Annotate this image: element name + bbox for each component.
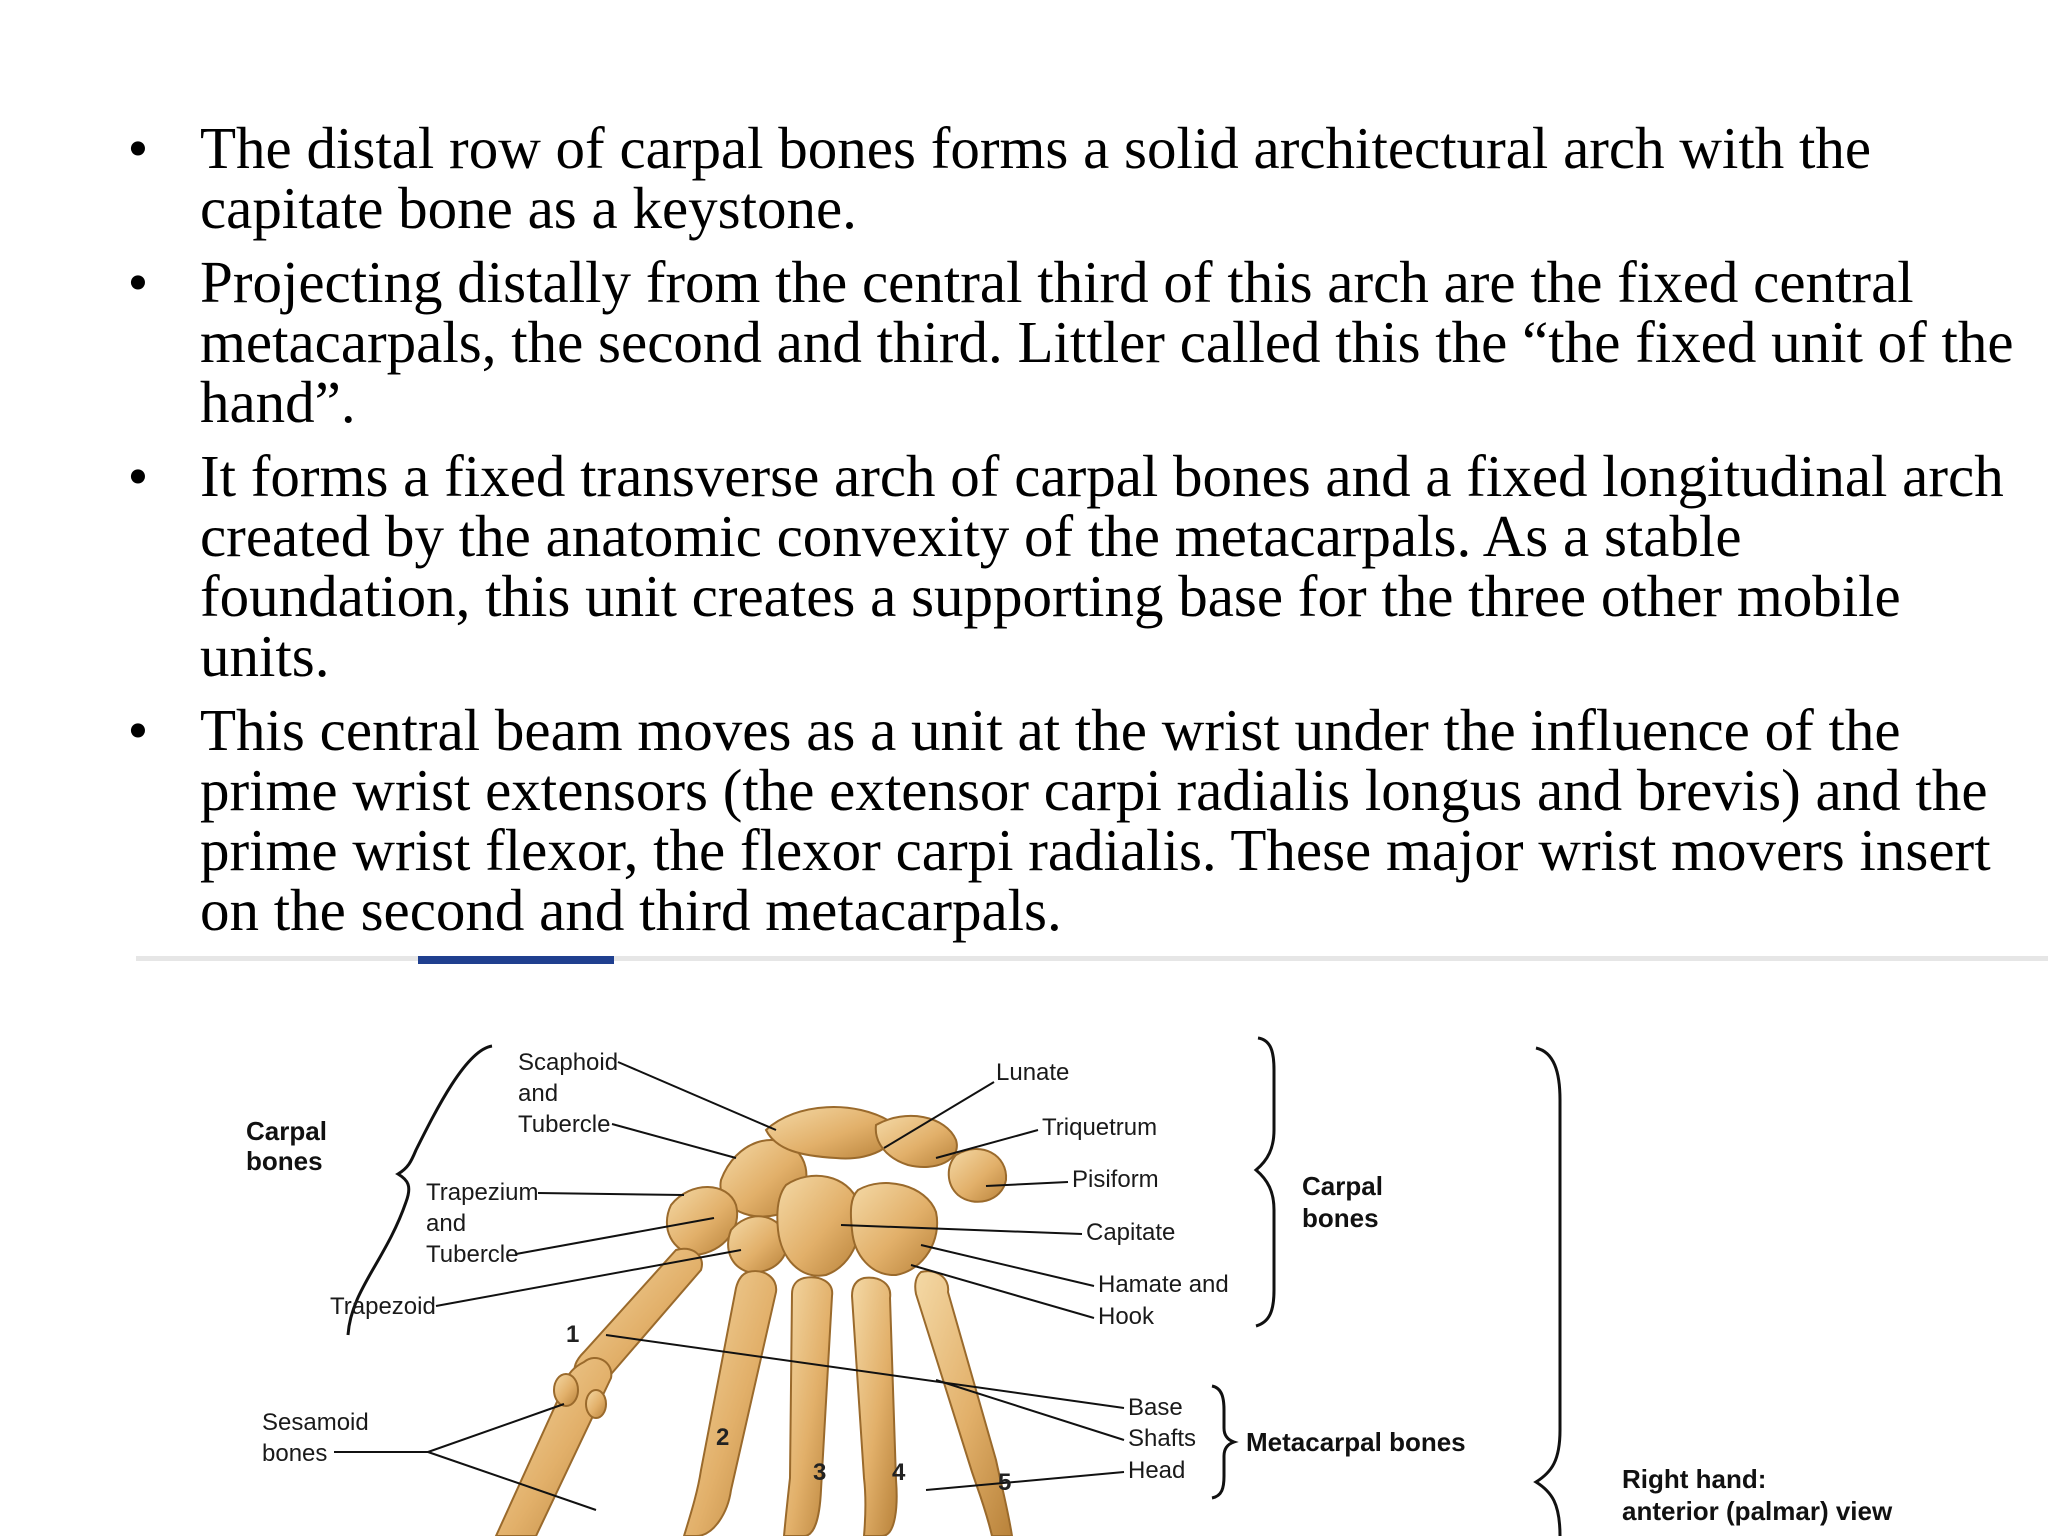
hamate-label-line1: Hamate and	[1098, 1271, 1229, 1298]
trapezium-label-line2: and	[426, 1210, 466, 1237]
hand-bones-illustration: Carpal bones Scaphoid and Tubercle Trape…	[246, 1036, 1893, 1536]
bullet-text: The distal row of carpal bones forms a s…	[200, 115, 1872, 241]
pisiform-label: Pisiform	[1072, 1166, 1159, 1193]
metacarpal-brace	[1211, 1384, 1239, 1500]
hamate-label-line2: Hook	[1098, 1303, 1155, 1330]
bullet-item: • It forms a fixed transverse arch of ca…	[118, 446, 2018, 686]
bullet-dot: •	[127, 115, 149, 181]
scaphoid-label-line3: Tubercle	[518, 1111, 610, 1138]
triquetrum-label: Triquetrum	[1042, 1114, 1157, 1141]
shafts-label: Shafts	[1128, 1425, 1196, 1452]
trapezium-label-line1: Trapezium	[426, 1179, 538, 1206]
left-group-label-line2: bones	[246, 1146, 323, 1176]
bullet-item: • The distal row of carpal bones forms a…	[118, 118, 2018, 238]
bullet-text: This central beam moves as a unit at the…	[200, 697, 1991, 943]
bullet-item: • This central beam moves as a unit at t…	[118, 700, 2018, 940]
divider-line	[136, 956, 2048, 961]
scaphoid-label-line1: Scaphoid	[518, 1049, 618, 1076]
bullet-dot: •	[127, 443, 149, 509]
head-label: Head	[1128, 1457, 1185, 1484]
sesamoid-bone-1	[553, 1373, 579, 1407]
divider-accent	[418, 956, 614, 964]
capitate-label: Capitate	[1086, 1219, 1175, 1246]
bullet-dot: •	[127, 249, 149, 315]
metacarpal-4-bone	[850, 1276, 898, 1536]
bullet-text: Projecting distally from the central thi…	[200, 249, 2014, 435]
view-title-line2: anterior (palmar) view	[1622, 1496, 1893, 1526]
right-carpal-label-line1: Carpal	[1302, 1171, 1383, 1201]
bullet-item: • Projecting distally from the central t…	[118, 252, 2018, 432]
left-carpal-brace	[346, 1044, 493, 1336]
metacarpal-5-bone	[914, 1270, 1014, 1536]
sesamoid-label-line2: bones	[262, 1440, 327, 1467]
digit-4-label: 4	[892, 1459, 906, 1486]
bullet-list: • The distal row of carpal bones forms a…	[118, 118, 2018, 954]
hand-anatomy-figure: Carpal bones Scaphoid and Tubercle Trape…	[136, 990, 2048, 1536]
pisiform-bone	[947, 1148, 1008, 1203]
leader-lines	[334, 1061, 1125, 1511]
digit-1-label: 1	[566, 1321, 579, 1348]
trapezoid-label: Trapezoid	[330, 1293, 436, 1320]
base-label: Base	[1128, 1394, 1183, 1421]
trapezoid-bone	[727, 1215, 789, 1274]
metacarpal-2-bone	[682, 1270, 778, 1536]
sesamoid-bone-2	[585, 1389, 607, 1419]
view-title-line1: Right hand:	[1622, 1464, 1766, 1494]
right-carpal-label-line2: bones	[1302, 1203, 1379, 1233]
digit-3-label: 3	[813, 1459, 826, 1486]
trapezium-label-line3: Tubercle	[426, 1241, 518, 1268]
triquetrum-bone	[874, 1114, 958, 1168]
hamate-bone	[849, 1182, 939, 1277]
right-hand-brace	[1533, 1046, 1562, 1536]
right-carpal-brace	[1253, 1036, 1276, 1328]
digit-2-label: 2	[716, 1424, 729, 1451]
capitate-bone	[776, 1174, 862, 1277]
metacarpal-3-bone	[782, 1276, 834, 1536]
lunate-label: Lunate	[996, 1059, 1069, 1086]
bullet-dot: •	[127, 697, 149, 763]
scaphoid-label-line2: and	[518, 1080, 558, 1107]
thumb-phalanx-bone	[494, 1357, 613, 1536]
bullet-text: It forms a fixed transverse arch of carp…	[200, 443, 2004, 689]
sesamoid-label-line1: Sesamoid	[262, 1409, 369, 1436]
digit-5-label: 5	[998, 1469, 1011, 1496]
left-group-label-line1: Carpal	[246, 1116, 327, 1146]
metacarpal-group-label: Metacarpal bones	[1246, 1427, 1466, 1457]
